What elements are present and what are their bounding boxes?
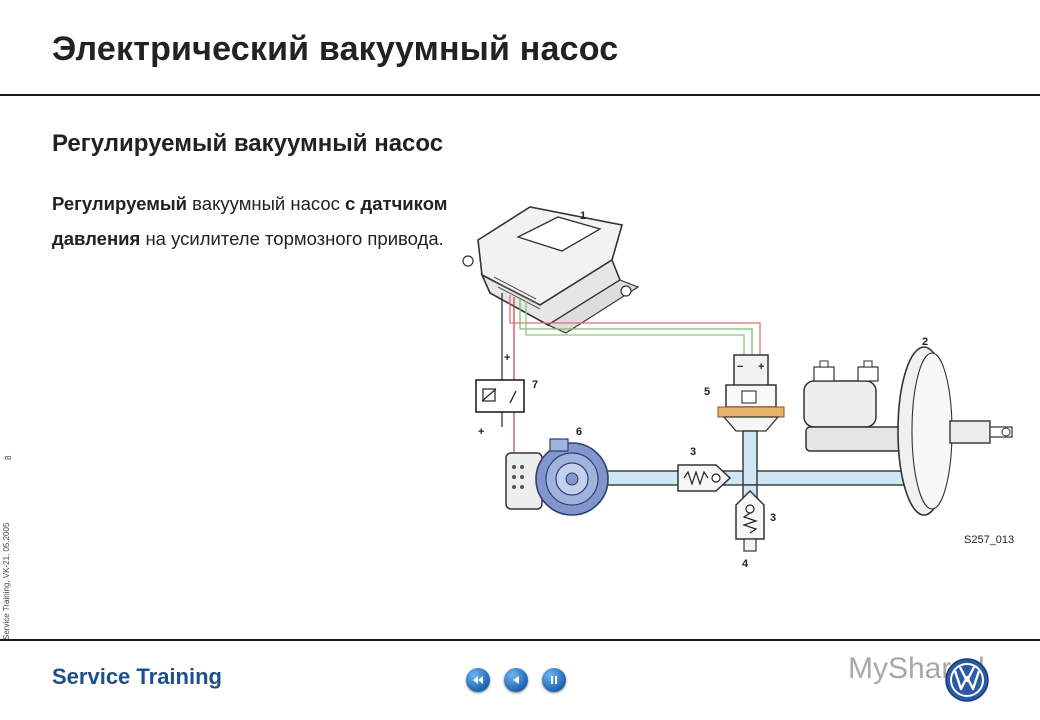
label-2: 2	[922, 336, 928, 348]
section-subtitle: Регулируемый вакуумный насос	[52, 130, 444, 157]
check-valve-vertical	[735, 489, 765, 552]
footer-brand: Service Training	[52, 664, 222, 689]
description-bold-2: с датчиком давления	[52, 193, 448, 249]
label-3a: 3	[690, 446, 696, 458]
electric-vacuum-pump	[505, 438, 609, 516]
footer-divider	[0, 639, 1040, 641]
pressure-sensor: − +	[717, 354, 785, 432]
label-3b: 3	[770, 512, 776, 524]
label-6: 6	[576, 426, 582, 438]
control-unit	[462, 206, 640, 334]
vw-logo-icon	[945, 658, 989, 702]
label-5: 5	[704, 386, 710, 398]
description-plain-1: вакуумный насос	[187, 193, 346, 214]
vacuum-pump-diagram: + + 7 − + 5 3 3 4	[462, 206, 1014, 570]
description-text: Регулируемый вакуумный насос с датчиком …	[52, 186, 452, 256]
figure-code: S257_013	[964, 534, 1014, 546]
relay	[475, 373, 525, 427]
back-button[interactable]	[504, 668, 528, 692]
description-plain-2: на усилителе тормозного привода.	[140, 228, 444, 249]
master-cylinder	[803, 360, 903, 452]
side-note: Service Training, VK-21, 05.2005	[2, 522, 11, 640]
label-7: 7	[532, 379, 538, 391]
rewind-icon	[473, 676, 483, 684]
slide-navigation	[466, 668, 566, 692]
label-plus-2: +	[478, 426, 484, 438]
back-icon	[513, 676, 519, 684]
description-bold-1: Регулируемый	[52, 193, 188, 214]
pause-button[interactable]	[542, 668, 566, 692]
svg-text:+: +	[758, 361, 764, 373]
rewind-button[interactable]	[466, 668, 490, 692]
label-1: 1	[580, 210, 586, 222]
header-divider	[0, 94, 1040, 96]
pause-icon	[551, 676, 557, 684]
check-valve-horizontal	[677, 464, 732, 492]
page-title: Электрический вакуумный насос	[52, 30, 619, 68]
svg-text:−: −	[737, 361, 743, 373]
label-plus-1: +	[504, 352, 510, 364]
brake-booster	[897, 346, 1013, 516]
page-number: 8	[4, 455, 13, 460]
label-4: 4	[742, 558, 749, 570]
